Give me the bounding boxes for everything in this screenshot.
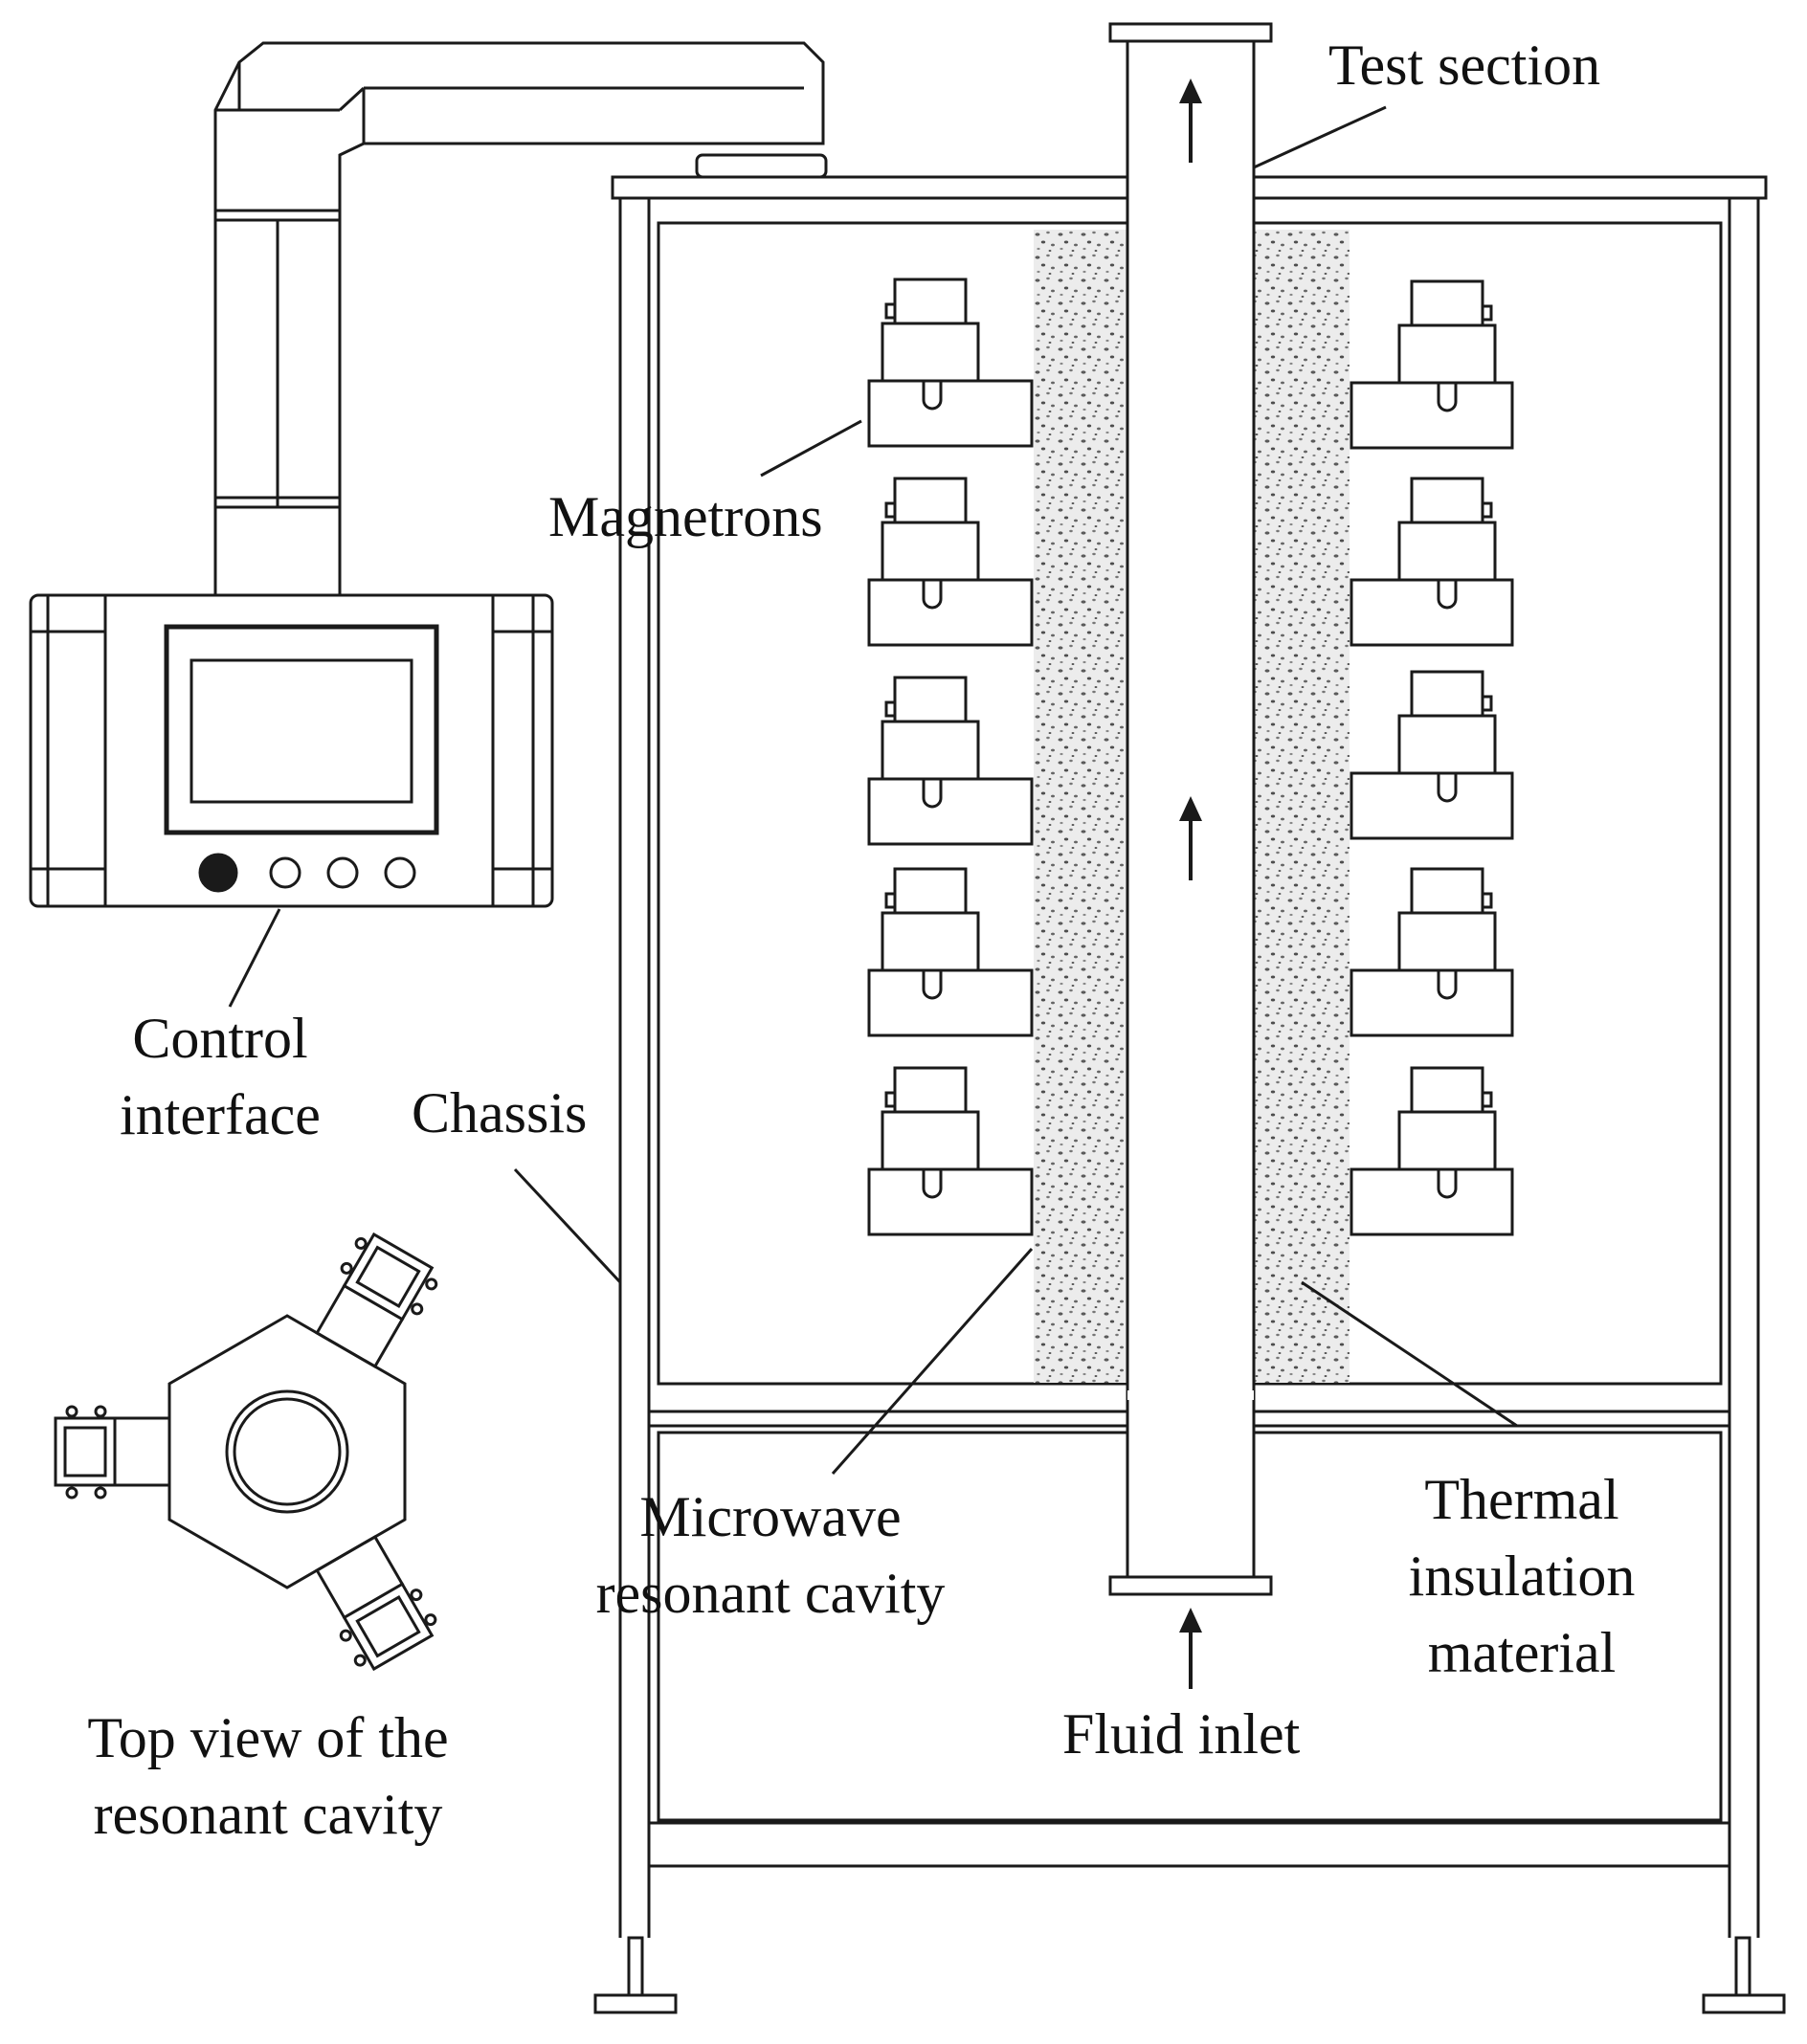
control-button-2 [326, 856, 359, 889]
label-microwave-cavity-line-2: resonant cavity [595, 1562, 946, 1625]
insulation-left [1034, 230, 1129, 1383]
label-chassis: Chassis [412, 1081, 588, 1144]
magnetron-right-1 [1350, 279, 1514, 450]
magnetron-left-4 [867, 867, 1034, 1037]
label-fluid-inlet: Fluid inlet [1062, 1702, 1301, 1766]
label-thermal-insulation: Thermal insulation material [1378, 1461, 1665, 1691]
label-test-section: Test section [1328, 33, 1601, 97]
top-view-cavity [54, 1232, 438, 1672]
magnetron-left-3 [867, 676, 1034, 846]
magnetron-right-3 [1350, 670, 1514, 840]
control-arm [213, 41, 828, 597]
label-control-interface: Control interface [96, 1000, 345, 1153]
magnetron-right-4 [1350, 867, 1514, 1037]
magnetron-left-2 [867, 477, 1034, 647]
label-top-view: Top view of the resonant cavity [38, 1700, 498, 1853]
label-control-interface-line-1: Control [132, 1007, 308, 1070]
label-thermal-insulation-line-3: material [1427, 1621, 1617, 1684]
leader-chassis [513, 1167, 622, 1284]
label-top-view-line-2: resonant cavity [93, 1783, 443, 1846]
leader-microwave-cavity [831, 1248, 1034, 1475]
magnetron-left-1 [867, 278, 1034, 448]
leader-lines [228, 105, 1518, 1475]
control-interface-box [29, 593, 554, 908]
label-thermal-insulation-line-1: Thermal [1424, 1468, 1619, 1531]
label-microwave-cavity-line-1: Microwave [639, 1485, 902, 1548]
leader-magnetrons [760, 419, 862, 478]
control-button-3 [384, 856, 416, 889]
leader-control-interface [228, 908, 281, 1008]
leader-test-section [1253, 105, 1387, 169]
label-control-interface-line-2: interface [120, 1083, 321, 1146]
flow-arrows [1179, 78, 1202, 1689]
magnetron-right-2 [1350, 477, 1514, 647]
control-button-1 [269, 856, 301, 889]
insulation-right [1254, 230, 1350, 1383]
label-magnetrons: Magnetrons [548, 485, 823, 548]
label-top-view-line-1: Top view of the [87, 1706, 449, 1769]
label-thermal-insulation-line-2: insulation [1408, 1544, 1636, 1608]
control-knob [198, 853, 238, 893]
label-microwave-cavity: Microwave resonant cavity [565, 1478, 976, 1632]
test-section-tube [1108, 22, 1273, 1596]
magnetrons-right [1350, 279, 1514, 1236]
magnetrons-left [867, 278, 1034, 1236]
magnetron-left-5 [867, 1066, 1034, 1236]
leader-thermal-insulation [1301, 1280, 1518, 1428]
magnetron-right-5 [1350, 1066, 1514, 1236]
